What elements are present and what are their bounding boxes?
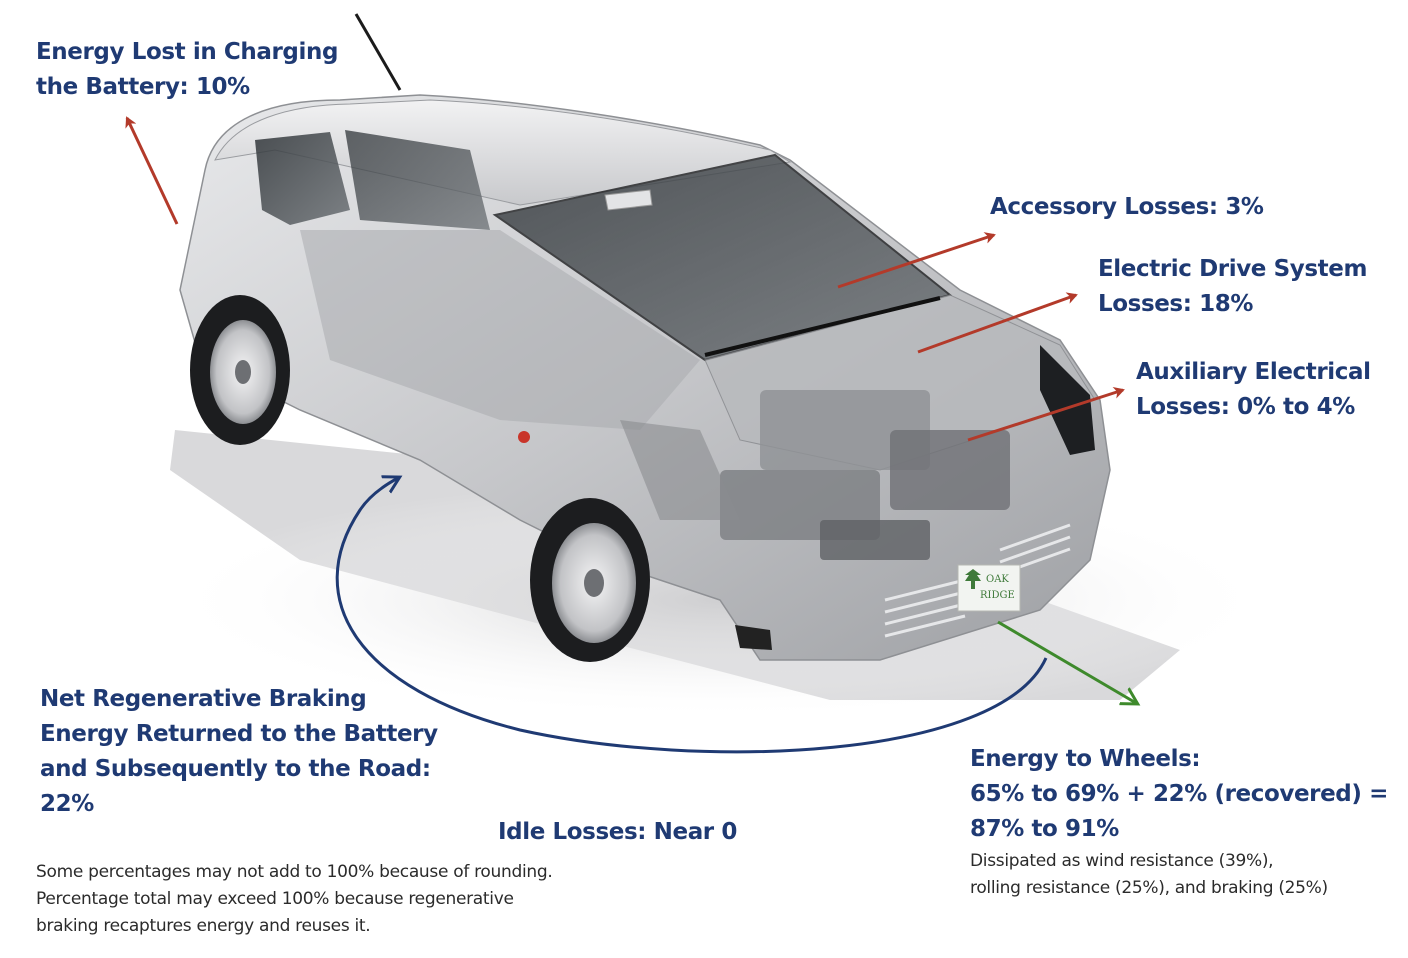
antenna: [354, 13, 402, 91]
logo-line2: RIDGE: [980, 590, 1015, 601]
arrow-wheels: [997, 620, 1136, 703]
label-wheels-line-1: Energy to Wheels:: [970, 746, 1201, 772]
label-auxiliary-loss: Auxiliary Electrical Losses: 0% to 4%: [1136, 355, 1371, 425]
arrow-charging-loss: [125, 116, 179, 225]
note-rounding-line-2: Percentage total may exceed 100% because…: [36, 889, 514, 909]
label-auxiliary-line-2: Losses: 0% to 4%: [1136, 394, 1355, 420]
label-idle-line-1: Idle Losses: Near 0: [498, 819, 737, 845]
label-accessory-loss: Accessory Losses: 3%: [990, 190, 1264, 225]
car-body: [179, 94, 1111, 661]
label-regen-line-1: Net Regenerative Braking: [40, 686, 367, 712]
label-auxiliary-line-1: Auxiliary Electrical: [1136, 359, 1371, 385]
label-regen-braking: Net Regenerative Braking Energy Returned…: [40, 682, 438, 822]
note-rounding-line-3: braking recaptures energy and reuses it.: [36, 916, 371, 936]
label-wheels-line-3: 87% to 91%: [970, 816, 1119, 842]
label-drive-line-1: Electric Drive System: [1098, 256, 1368, 282]
arrow-drive-loss: [917, 292, 1078, 354]
note-wheels-line-1: Dissipated as wind resistance (39%),: [970, 851, 1274, 871]
label-regen-line-4: 22%: [40, 791, 94, 817]
label-charging-line-1: Energy Lost in Charging: [36, 39, 339, 65]
label-accessory-line-1: Accessory Losses: 3%: [990, 194, 1264, 220]
label-drive-loss: Electric Drive System Losses: 18%: [1098, 252, 1367, 322]
note-wheels-detail: Dissipated as wind resistance (39%), rol…: [970, 848, 1328, 902]
note-rounding-line-1: Some percentages may not add to 100% bec…: [36, 862, 553, 882]
label-energy-to-wheels: Energy to Wheels: 65% to 69% + 22% (reco…: [970, 742, 1388, 847]
oak-ridge-logo: OAK RIDGE: [957, 564, 1021, 612]
note-wheels-line-2: rolling resistance (25%), and braking (2…: [970, 878, 1328, 898]
logo-line1: OAK: [986, 574, 1009, 585]
label-drive-line-2: Losses: 18%: [1098, 291, 1253, 317]
label-charging-line-2: the Battery: 10%: [36, 74, 250, 100]
label-regen-line-3: and Subsequently to the Road:: [40, 756, 431, 782]
label-idle-loss: Idle Losses: Near 0: [498, 815, 737, 850]
arrow-regen-loop: [335, 478, 1048, 754]
front-wheel: [530, 498, 650, 662]
label-wheels-line-2: 65% to 69% + 22% (recovered) =: [970, 781, 1388, 807]
note-rounding: Some percentages may not add to 100% bec…: [36, 859, 553, 940]
rear-wheel: [190, 295, 290, 445]
arrow-accessory-loss: [837, 232, 996, 289]
label-regen-line-2: Energy Returned to the Battery: [40, 721, 438, 747]
arrow-auxiliary-loss: [967, 387, 1125, 442]
label-charging-loss: Energy Lost in Charging the Battery: 10%: [36, 35, 338, 105]
